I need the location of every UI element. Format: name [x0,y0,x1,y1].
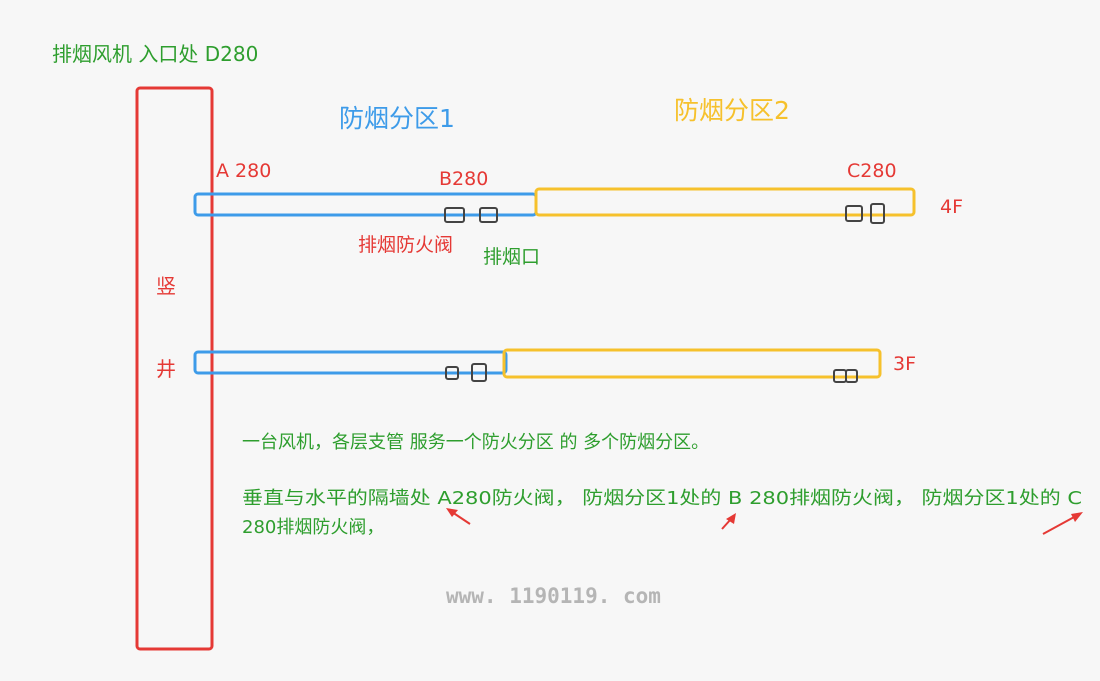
arrow-to-c [1042,512,1083,535]
point-c-label: C280 [847,160,897,182]
zone1-title: 防烟分区1 [339,104,455,133]
smoke-fire-damper-4f-b [444,207,465,223]
point-a-label: A 280 [216,160,271,182]
floor-label-3f: 3F [893,353,916,375]
smoke-fire-damper-4f-c [845,205,863,222]
floor-label-4f: 4F [940,196,963,218]
shaft-label-bottom: 井 [156,357,176,381]
smoke-fire-damper-3f-b [445,366,459,380]
point-b-label: B280 [439,168,488,190]
smoke-outlet-4f-zone2 [870,203,885,224]
smoke-outlet-3f-zone1 [471,363,487,382]
fan-inlet-label: 排烟风机 入口处 D280 [52,42,258,66]
vertical-shaft [135,86,214,651]
smoke-fire-damper-label: 排烟防火阀 [358,234,453,256]
duct-3f-zone2 [502,348,882,379]
smoke-outlet-4f-zone1 [479,207,498,223]
duct-3f-zone1 [193,350,508,375]
watermark: www. 1190119. com [446,584,661,608]
note-line-3: 280排烟防火阀， [242,517,384,538]
duct-4f-zone2 [534,187,916,217]
smoke-outlet-3f-zone2 [845,369,858,383]
zone2-title: 防烟分区2 [674,96,790,125]
note-line-2: 垂直与水平的隔墙处 A280防火阀， 防烟分区1处的 B 280排烟防火阀， 防… [242,488,1082,509]
arrow-to-a [446,508,471,525]
shaft-label-top: 竖 [156,274,176,298]
arrow-to-b [721,513,736,530]
duct-4f-zone1 [193,192,538,217]
note-line-1: 一台风机，各层支管 服务一个防火分区 的 多个防烟分区。 [242,432,709,453]
smoke-outlet-label: 排烟口 [483,246,540,268]
